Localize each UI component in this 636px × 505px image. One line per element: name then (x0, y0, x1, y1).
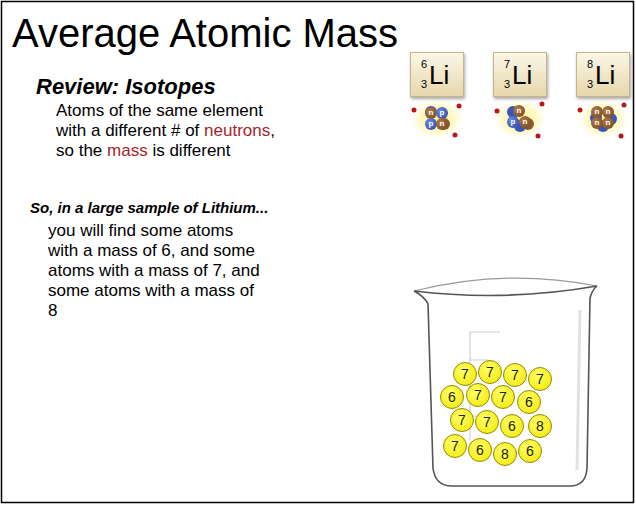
electron (540, 102, 545, 107)
mass-number: 8 (587, 59, 593, 70)
electron (536, 134, 541, 139)
mass-number: 7 (486, 365, 494, 379)
highlight-word: mass (107, 141, 148, 160)
particle-letter: n (606, 119, 611, 127)
atom-circle: 7 (466, 383, 490, 407)
text-fragment: , (270, 121, 275, 140)
mass-number: 6 (508, 419, 516, 433)
particle-letter: n (517, 107, 522, 115)
atom-circle: 6 (518, 439, 542, 463)
section-heading: Review: Isotopes (36, 74, 216, 100)
atom-circle: 7 (503, 363, 527, 387)
atom-circle: 7 (443, 434, 467, 458)
mass-number: 6 (476, 443, 484, 457)
element-symbol: Li (429, 62, 449, 88)
highlight-word: neutrons (204, 121, 270, 140)
atomic-number: 3 (504, 79, 510, 90)
electron (619, 134, 624, 139)
mass-number: 6 (448, 390, 456, 404)
atom-circle: 6 (440, 385, 464, 409)
atomic-number: 3 (421, 79, 427, 90)
atom-circle: 7 (491, 385, 515, 409)
particle-letter: p (429, 120, 434, 128)
mass-number: 7 (504, 59, 510, 70)
particle-letter: n (523, 118, 528, 126)
mass-number: 7 (483, 415, 491, 429)
section-heading: So, in a large sample of Lithium... (30, 198, 268, 217)
neutron: n (602, 117, 614, 129)
electron (622, 103, 627, 108)
text-fragment: is different (152, 141, 230, 160)
nucleus-glow (407, 97, 467, 141)
atom-circle: 7 (450, 408, 474, 432)
neutron: n (519, 116, 531, 128)
atom-circle: 6 (500, 414, 524, 438)
atom-circle: 8 (528, 414, 552, 438)
mass-number: 7 (461, 367, 469, 381)
proton: p (507, 116, 519, 128)
particle-letter: n (440, 120, 445, 128)
definition-text: Atoms of the same elementwith a differen… (56, 101, 275, 161)
electron (495, 109, 500, 114)
particle-letter: n (595, 108, 600, 116)
particle-letter: p (440, 109, 445, 117)
atom-circle: 8 (493, 442, 517, 466)
element-symbol: Li (595, 62, 615, 88)
text-fragment: Atoms of the same element (56, 101, 263, 120)
particle-letter: p (511, 118, 516, 126)
mass-number: 8 (501, 447, 509, 461)
mass-number: 7 (536, 372, 544, 386)
atom-circle: 7 (453, 362, 477, 386)
atom-circle: 6 (468, 438, 492, 462)
mass-number: 8 (536, 419, 544, 433)
text-fragment: so the (56, 141, 102, 160)
element-symbol: Li (512, 62, 532, 88)
particle-letter: n (429, 109, 434, 117)
beaker (414, 286, 597, 486)
nucleus-glow (490, 97, 550, 141)
electron (412, 108, 417, 113)
particle-letter: n (595, 119, 600, 127)
mass-number: 7 (458, 413, 466, 427)
text-fragment: with a different # of (56, 121, 199, 140)
nucleus-glow (575, 97, 631, 141)
isotope-tile: 7 3Li (493, 52, 547, 97)
atom-circle: 7 (475, 410, 499, 434)
electron (578, 108, 583, 113)
atom-circle: 7 (478, 360, 502, 384)
particle-letter: n (606, 108, 611, 116)
mass-number: 7 (499, 390, 507, 404)
beaker-rim-back (414, 278, 597, 291)
neutron: n (436, 118, 448, 130)
atom-circle: 7 (528, 367, 552, 391)
mass-number: 7 (511, 368, 519, 382)
mass-number: 6 (421, 59, 427, 70)
mass-number: 7 (474, 388, 482, 402)
body-text: you will find some atoms with a mass of … (48, 221, 262, 321)
atomic-number: 3 (587, 79, 593, 90)
beaker-shine (577, 310, 580, 470)
electron (457, 104, 462, 109)
mass-number: 6 (526, 444, 534, 458)
isotope-tile: 8 3Li (576, 52, 630, 97)
electron (453, 133, 458, 138)
isotope-tile: 6 3Li (410, 52, 464, 97)
atom-circle: 6 (517, 390, 541, 414)
mass-number: 6 (525, 395, 533, 409)
slide-title: Average Atomic Mass (12, 10, 398, 56)
mass-number: 7 (451, 439, 459, 453)
